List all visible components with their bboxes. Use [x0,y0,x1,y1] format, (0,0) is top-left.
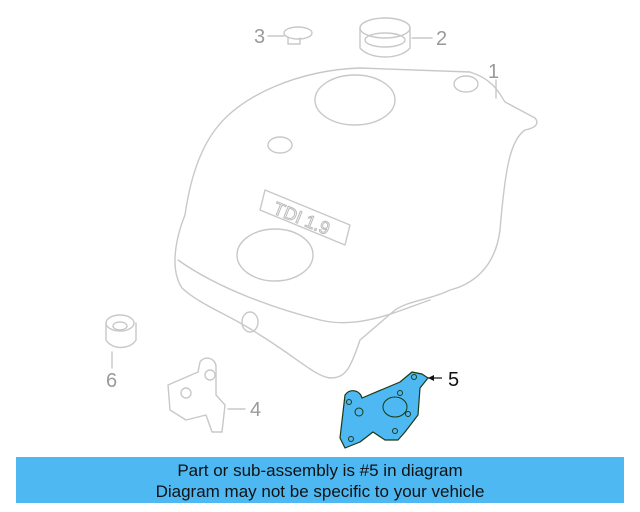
callout-1[interactable]: 1 [488,61,499,83]
bracket-part-5-highlighted[interactable] [339,371,429,449]
grommet-part-6[interactable] [105,314,137,349]
filler-cap-part-2[interactable] [359,17,411,58]
callout-6[interactable]: 6 [106,370,117,392]
part-info-banner: Part or sub-assembly is #5 in diagram Di… [16,457,624,503]
banner-line-2: Diagram may not be specific to your vehi… [155,482,485,501]
bracket-part-4[interactable] [167,357,226,433]
plug-part-3[interactable] [283,26,313,45]
callout-4[interactable]: 4 [250,399,261,421]
banner-line-1: Part or sub-assembly is #5 in diagram [177,461,463,480]
engine-cover-part-1[interactable]: TDI 1.9 [174,67,538,379]
callout-2[interactable]: 2 [436,28,447,50]
cover-embossed-text: TDI 1.9 [271,198,333,239]
callout-5[interactable]: 5 [448,369,459,391]
callout-3[interactable]: 3 [254,26,265,48]
